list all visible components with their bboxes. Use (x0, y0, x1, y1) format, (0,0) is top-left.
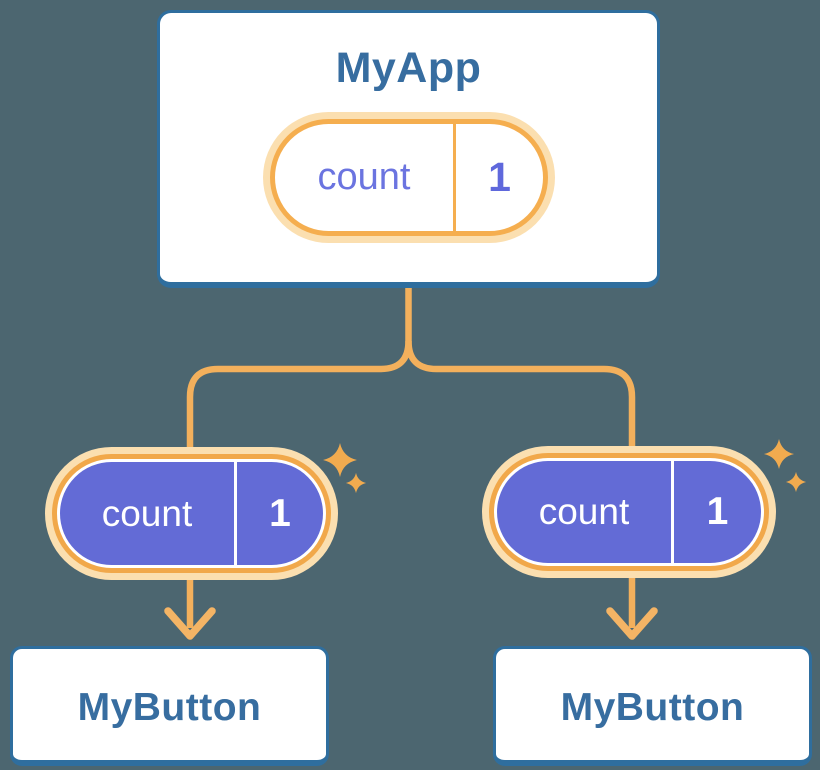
state-value-badge: 1 (488, 154, 511, 200)
state-name-label: count (317, 156, 411, 198)
state-name-label: count (101, 492, 193, 534)
down-arrow-icon (606, 607, 658, 640)
sparkle-icon (785, 471, 807, 493)
root-state-pill: count 1 (263, 112, 555, 243)
child-component-card-left: MyButton (10, 646, 329, 766)
sparkle-icon (323, 443, 357, 477)
sparkle-icon (345, 472, 367, 494)
state-value-badge: 1 (269, 491, 291, 535)
child-state-pill-inner: count 1 (497, 461, 761, 563)
root-state-pill-body: count 1 (270, 119, 548, 236)
child-state-pill-right: count 1 (482, 446, 776, 578)
child-component-title: MyButton (560, 685, 745, 729)
sparkle-icon (763, 438, 795, 470)
root-component-title: MyApp (335, 44, 482, 92)
child-state-pill-body: count 1 (489, 453, 769, 571)
child-component-title: MyButton (77, 685, 262, 729)
child-component-card-right: MyButton (493, 646, 812, 766)
pill-divider (453, 124, 456, 231)
connector-branch-right (405, 340, 636, 628)
pill-divider (671, 461, 674, 563)
child-state-pill-inner: count 1 (60, 462, 323, 565)
down-arrow-icon (164, 607, 216, 640)
state-value-badge: 1 (706, 490, 729, 533)
pill-divider (234, 462, 237, 565)
state-name-label: count (538, 491, 630, 532)
root-component-card: MyApp count 1 (157, 10, 660, 288)
child-state-pill-body: count 1 (52, 454, 331, 573)
child-state-pill-left: count 1 (45, 447, 338, 580)
